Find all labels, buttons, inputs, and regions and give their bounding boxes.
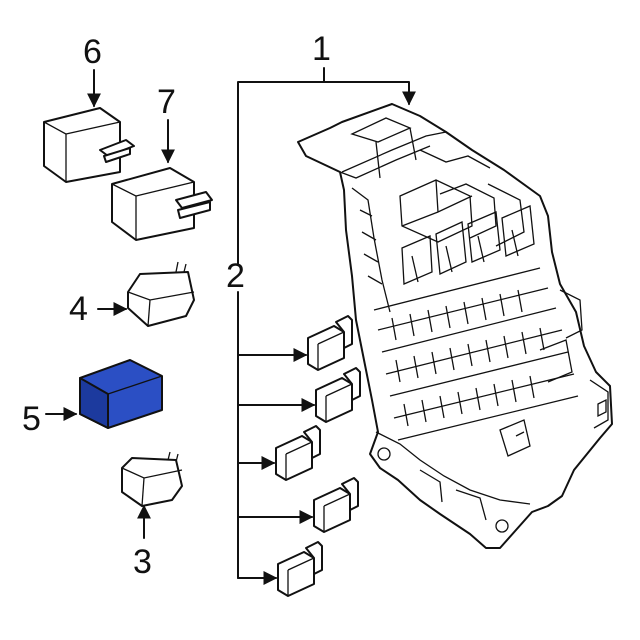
fuse-2 <box>315 367 361 423</box>
callout-4: 4 <box>69 290 88 328</box>
fuse-3 <box>275 425 321 481</box>
callout-3: 3 <box>133 543 152 581</box>
relay-3 <box>121 451 183 507</box>
relay-7 <box>111 167 213 241</box>
relay-6 <box>43 107 135 183</box>
relay-5-highlighted <box>79 359 163 429</box>
fuse-box-assembly <box>297 103 613 549</box>
callout-6: 6 <box>83 33 102 71</box>
leader-lines <box>45 67 416 585</box>
fuse-4 <box>313 477 359 533</box>
fuse-5 <box>277 541 323 597</box>
relay-4 <box>127 261 195 327</box>
fuse-1 <box>307 315 353 371</box>
callout-5: 5 <box>22 400 41 438</box>
callout-7: 7 <box>157 83 176 121</box>
callout-2: 2 <box>226 257 245 295</box>
callout-1: 1 <box>312 30 331 68</box>
